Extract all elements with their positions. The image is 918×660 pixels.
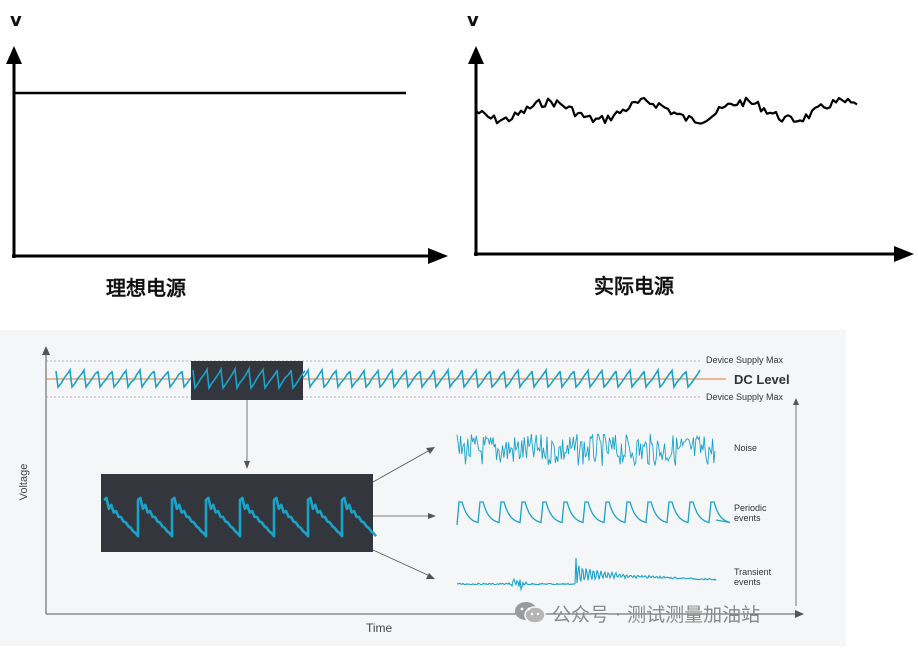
ideal-y-label: v <box>10 10 22 31</box>
actual-supply-caption: 实际电源 <box>594 274 674 298</box>
power-noise-diagram <box>42 346 804 618</box>
dc-level-label: DC Level <box>734 372 790 387</box>
transient-events-label: Transient events <box>734 567 771 587</box>
actual-x-arrow <box>894 246 914 262</box>
voltage-axis-label: Voltage <box>18 463 30 501</box>
watermark: 公众号 · 测试测量加油站 <box>514 598 760 628</box>
actual-voltage-ripple <box>475 96 858 125</box>
range-arrow-head <box>793 398 799 405</box>
noise-waveform <box>456 433 716 467</box>
periodic-events-label: Periodic events <box>734 503 767 523</box>
transient-events-label-line1: Transient <box>734 567 772 577</box>
transient-events-waveform <box>456 557 717 592</box>
noise-arrow-head <box>426 447 435 454</box>
zoom-down-arrow-head <box>244 461 250 469</box>
zoom-window-large <box>101 474 373 552</box>
actual-y-arrow <box>468 46 484 64</box>
periodic-events-label-line2: events <box>734 513 761 523</box>
ideal-supply-diagram <box>6 46 448 264</box>
voltage-axis-arrow <box>42 346 50 355</box>
zoom-window-small-wave <box>192 365 306 391</box>
actual-y-label: v <box>467 10 479 31</box>
ideal-y-arrow <box>6 46 22 64</box>
transient-events-label-line2: events <box>734 577 761 587</box>
actual-supply-diagram <box>468 46 914 262</box>
transient-arrow-head <box>426 573 435 579</box>
periodic-events-waveform <box>456 501 731 526</box>
supply-max-top-label: Device Supply Max <box>706 355 784 365</box>
wechat-icon <box>515 602 546 624</box>
ideal-x-arrow <box>428 248 448 264</box>
time-axis-arrow <box>795 610 804 618</box>
noise-arrow-line <box>372 449 431 483</box>
zoom-window-large-wave <box>103 496 378 538</box>
periodic-arrow-head <box>428 513 436 519</box>
periodic-events-label-line1: Periodic <box>734 503 767 513</box>
transient-arrow-line <box>372 549 431 577</box>
watermark-text: 公众号 · 测试测量加油站 <box>552 603 761 626</box>
noise-label: Noise <box>734 443 758 453</box>
ideal-supply-caption: 理想电源 <box>106 276 186 300</box>
supply-waveform <box>55 367 701 390</box>
supply-max-bottom-label: Device Supply Max <box>706 392 784 402</box>
time-axis-label: Time <box>366 621 393 635</box>
